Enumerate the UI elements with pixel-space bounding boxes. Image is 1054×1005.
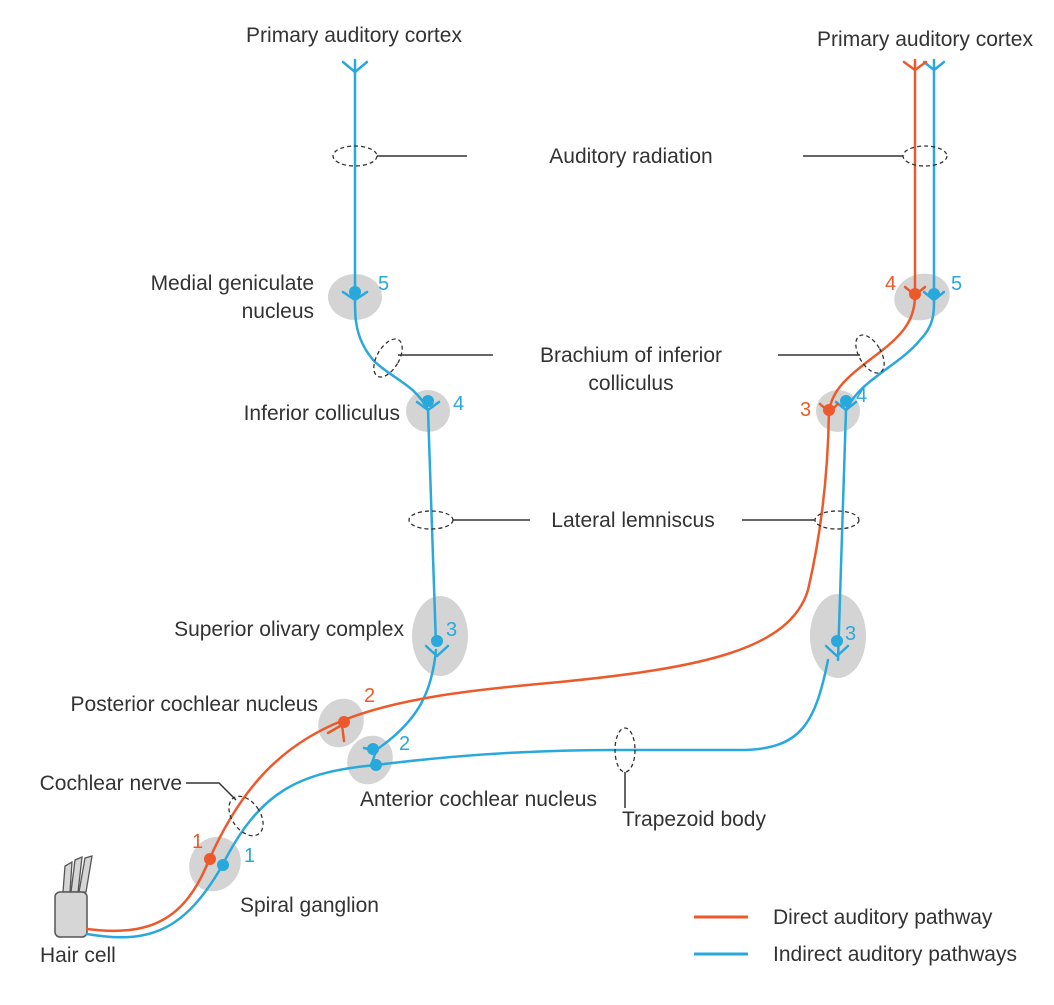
lateral-lemniscus-label: Lateral lemniscus bbox=[551, 509, 714, 532]
cell-body-blue-3-left bbox=[431, 635, 443, 647]
cell-body-blue-3-right bbox=[831, 635, 843, 647]
number-3-right-indirect: 3 bbox=[845, 623, 856, 645]
number-1-indirect: 1 bbox=[244, 845, 255, 867]
cell-body-blue-5-left bbox=[349, 286, 361, 298]
posterior-cochlear-label: Posterior cochlear nucleus bbox=[71, 693, 318, 716]
synapse-terminals bbox=[326, 60, 946, 765]
auditory-radiation-label: Auditory radiation bbox=[549, 145, 712, 168]
anterior-cochlear-label: Anterior cochlear nucleus bbox=[360, 788, 597, 811]
cortex-left-label: Primary auditory cortex bbox=[246, 24, 462, 47]
cochlear-nerve-oval bbox=[228, 795, 264, 837]
anterior-cochlear-nucleus-blob bbox=[347, 735, 393, 785]
number-2-direct: 2 bbox=[364, 685, 375, 707]
cell-body-red-1 bbox=[204, 853, 216, 865]
number-2-indirect: 2 bbox=[399, 733, 410, 755]
superior-olivary-label: Superior olivary complex bbox=[174, 618, 404, 641]
legend: Direct auditory pathway Indirect auditor… bbox=[694, 906, 1017, 966]
medial-geniculate-label-line1: Medial geniculate bbox=[151, 272, 314, 295]
number-5-left-indirect: 5 bbox=[378, 273, 389, 295]
cell-body-blue-4-right bbox=[840, 395, 852, 407]
cell-body-blue-2a bbox=[367, 743, 379, 755]
number-1-direct: 1 bbox=[192, 831, 203, 853]
auditory-radiation-oval-right bbox=[902, 145, 948, 167]
cell-body-red-2 bbox=[338, 716, 350, 728]
cell-bodies bbox=[204, 286, 940, 871]
trapezoid-body-oval bbox=[614, 727, 636, 773]
trapezoid-body-label: Trapezoid body bbox=[622, 808, 766, 831]
number-4-right-indirect: 4 bbox=[856, 385, 867, 407]
station-numbers: 1 1 2 2 3 3 3 4 4 4 5 5 bbox=[192, 273, 962, 867]
brachium-oval-right bbox=[855, 334, 885, 374]
cell-body-red-3-right bbox=[823, 404, 835, 416]
number-4-right-direct: 4 bbox=[885, 273, 896, 295]
cochlear-nerve-label: Cochlear nerve bbox=[40, 772, 182, 795]
brachium-label-line1: Brachium of inferior bbox=[540, 344, 722, 367]
legend-direct-label: Direct auditory pathway bbox=[773, 906, 993, 929]
leader-lines bbox=[186, 155, 903, 808]
medial-geniculate-right bbox=[894, 273, 950, 321]
hair-cell-label: Hair cell bbox=[40, 944, 116, 967]
cell-body-blue-5-right bbox=[928, 288, 940, 300]
cell-body-blue-2b bbox=[370, 759, 382, 771]
spiral-ganglion-nucleus bbox=[189, 836, 241, 892]
cortex-right-label: Primary auditory cortex bbox=[817, 28, 1033, 51]
spiral-ganglion-label: Spiral ganglion bbox=[240, 894, 379, 917]
cell-body-blue-1 bbox=[217, 859, 229, 871]
cell-body-blue-4-left bbox=[422, 395, 434, 407]
medial-geniculate-label-line2: nucleus bbox=[242, 300, 314, 323]
number-4-left-indirect: 4 bbox=[453, 393, 464, 415]
brachium-label-line2: colliculus bbox=[588, 372, 673, 395]
number-3-right-direct: 3 bbox=[800, 399, 811, 421]
labels: Primary auditory cortex Primary auditory… bbox=[40, 24, 1034, 967]
number-3-left-indirect: 3 bbox=[446, 619, 457, 641]
cell-body-red-4-right bbox=[909, 288, 921, 300]
number-5-right-indirect: 5 bbox=[951, 273, 962, 295]
hair-cell-icon bbox=[54, 855, 93, 938]
legend-indirect-label: Indirect auditory pathways bbox=[773, 943, 1017, 966]
brachium-oval-left bbox=[373, 338, 403, 378]
inferior-colliculus-label: Inferior colliculus bbox=[244, 402, 400, 425]
